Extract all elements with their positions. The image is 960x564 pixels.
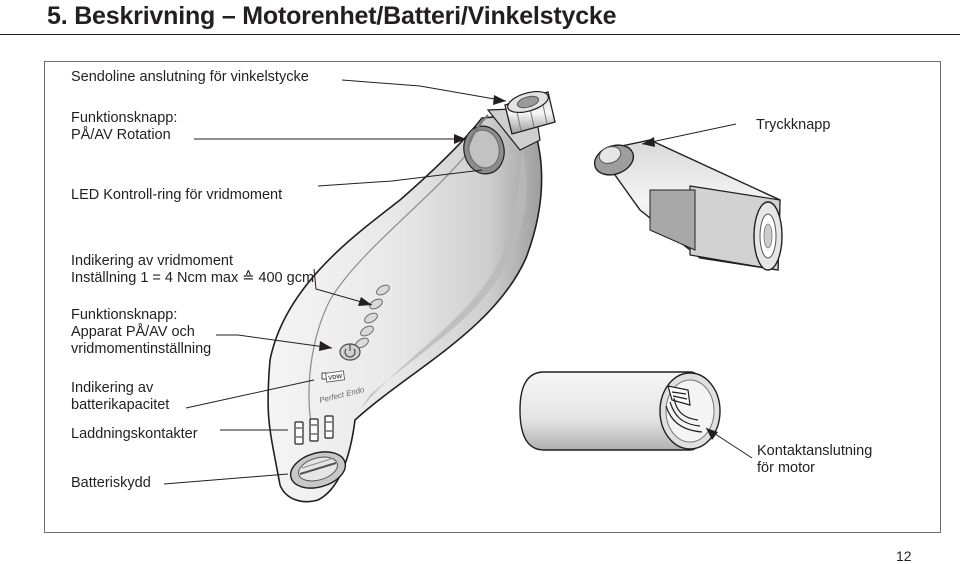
battery-connector [665, 385, 703, 433]
motor-unit: VDW Perfect Endo [267, 90, 556, 503]
label-battery-cover: Batteriskydd [71, 475, 151, 491]
brand-badge-text: VDW [328, 374, 343, 382]
label-line: Indikering av vridmoment [71, 253, 233, 269]
battery-cap [289, 451, 347, 489]
label-line: batterikapacitet [71, 397, 170, 413]
leader-lines [163, 79, 753, 485]
torque-indicator-leds [355, 284, 390, 349]
label-line: Funktionsknapp: [71, 110, 178, 126]
label-function-button-rotation: Funktionsknapp: PÅ/AV Rotation [71, 110, 177, 144]
label-torque-indication: Indikering av vridmoment Inställning 1 =… [71, 253, 314, 287]
leader-arrowheads [319, 95, 718, 440]
brand-badge: VDW [325, 370, 346, 383]
label-led-ring: LED Kontroll-ring för vridmoment [71, 187, 283, 203]
label-line: vridmomentinställning [71, 341, 212, 357]
contra-angle [593, 139, 783, 271]
page-number: 12 [896, 548, 912, 564]
label-line: Kontaktanslutning [757, 443, 873, 459]
label-function-button-power: Funktionsknapp: Apparat PÅ/AV och vridmo… [71, 307, 211, 358]
label-motor-connector: Kontaktanslutning för motor [757, 443, 872, 477]
label-line: Indikering av [71, 380, 154, 396]
label-line: PÅ/AV Rotation [71, 127, 171, 143]
led-ring [467, 114, 489, 149]
label-line: Inställning 1 = 4 Ncm max ≙ 400 gcm [71, 270, 315, 286]
label-sendoline: Sendoline anslutning för vinkelstycke [71, 69, 309, 85]
label-line: Apparat PÅ/AV och [71, 324, 195, 340]
label-line: för motor [757, 460, 816, 476]
label-push-button: Tryckknapp [756, 117, 831, 133]
page-heading: 5. Beskrivning – Motorenhet/Batteri/Vink… [47, 2, 617, 30]
push-button [598, 146, 622, 164]
power-button [339, 343, 361, 361]
label-battery-capacity: Indikering av batterikapacitet [71, 380, 169, 414]
figure-frame [44, 61, 941, 533]
label-line: Funktionsknapp: [71, 307, 178, 323]
sendoline-connector [504, 90, 556, 135]
battery [519, 371, 721, 451]
heading-rule [0, 34, 960, 35]
label-charging-contacts: Laddningskontakter [71, 426, 198, 442]
